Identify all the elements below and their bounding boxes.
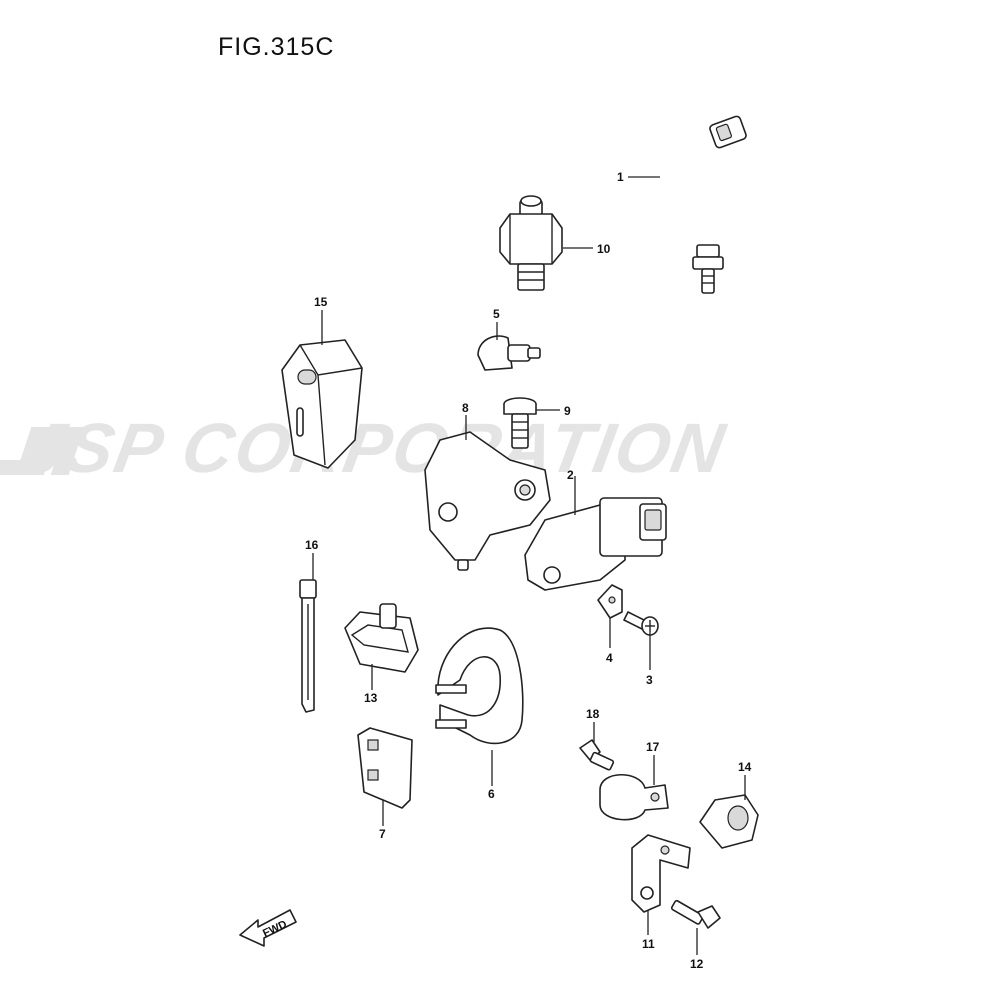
part-15-cover (281, 339, 363, 469)
leader-lines (312, 176, 746, 955)
callout-6: 6 (488, 787, 495, 801)
part-3-screw (623, 611, 659, 636)
callout-labels: 1 2 3 4 5 6 7 8 9 10 11 12 13 14 15 16 1… (305, 170, 752, 971)
part-2-sensor (524, 497, 667, 591)
part-7-pad (357, 727, 413, 809)
fwd-label: FWD (261, 918, 289, 939)
callout-2: 2 (567, 468, 574, 482)
callout-13: 13 (364, 691, 378, 705)
callout-5: 5 (493, 307, 500, 321)
watermark: JSP CORPORATION (0, 408, 732, 487)
part-12-bolt (670, 899, 721, 929)
fwd-arrow-icon: FWD (239, 909, 297, 947)
callout-18: 18 (586, 707, 600, 721)
callout-17: 17 (646, 740, 660, 754)
part-16-cable-tie (299, 579, 317, 713)
part-4-plate (597, 584, 623, 619)
part-9-bolt (503, 397, 537, 449)
callout-1: 1 (617, 170, 624, 184)
part-8-bracket (424, 431, 551, 571)
part-11-bracket (631, 834, 691, 913)
watermark-text: JSP CORPORATION (19, 408, 732, 486)
callout-4: 4 (606, 651, 613, 665)
part-14-clip (699, 794, 759, 849)
callout-3: 3 (646, 673, 653, 687)
callout-12: 12 (690, 957, 704, 971)
callout-7: 7 (379, 827, 386, 841)
callout-8: 8 (462, 401, 469, 415)
part-5-fitting (477, 335, 541, 371)
part-13-clip (344, 603, 419, 673)
part-1-sensor-cable (667, 115, 747, 294)
callout-11: 11 (642, 937, 655, 951)
callout-9: 9 (564, 404, 571, 418)
callout-16: 16 (305, 538, 319, 552)
part-6-clamp (435, 627, 524, 745)
callout-10: 10 (597, 242, 611, 256)
part-18-bolt (579, 739, 615, 771)
part-17-clamp (599, 774, 669, 821)
figure-title: FIG.315C (218, 33, 335, 61)
callout-14: 14 (738, 760, 752, 774)
callout-15: 15 (314, 295, 328, 309)
part-10-pressure-switch (499, 195, 563, 291)
